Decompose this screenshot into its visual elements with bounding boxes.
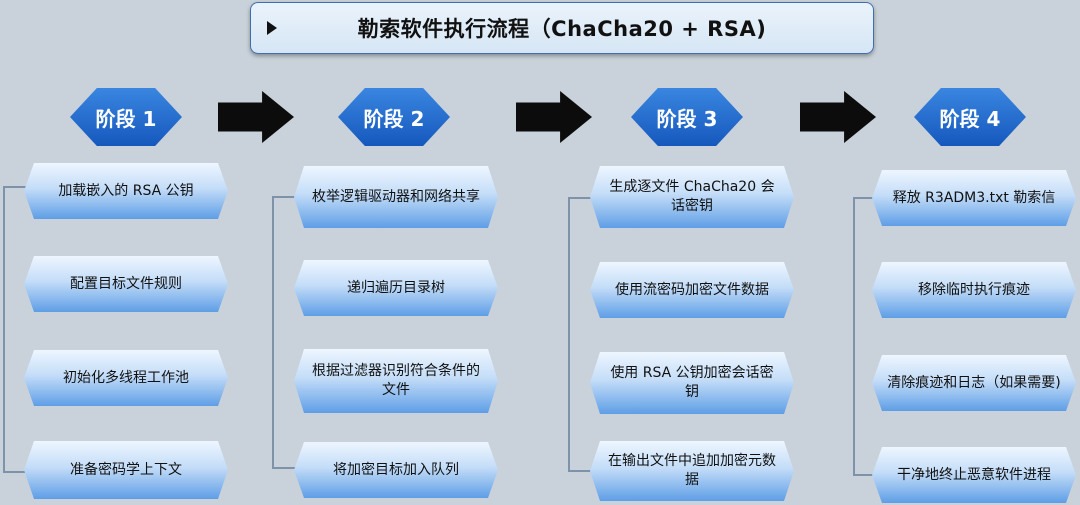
step-label: 初始化多线程工作池 <box>63 369 189 386</box>
step-label: 配置目标文件规则 <box>70 275 182 292</box>
step-label: 清除痕迹和日志（如果需要) <box>887 374 1061 391</box>
connector-line <box>568 470 592 472</box>
step-label: 释放 R3ADM3.txt 勒索信 <box>892 189 1056 206</box>
step-drop-ransom-note: 释放 R3ADM3.txt 勒索信 <box>872 170 1076 226</box>
step-append-metadata: 在输出文件中追加加密元数据 <box>590 441 794 501</box>
step-label: 将加密目标加入队列 <box>333 461 459 478</box>
stage-3-hexagon: 阶段 3 <box>631 88 743 146</box>
step-label: 递归遍历目录树 <box>347 279 445 296</box>
step-prepare-crypto: 准备密码学上下文 <box>24 441 228 499</box>
connector-line <box>853 197 875 199</box>
stage-1-hexagon: 阶段 1 <box>70 88 182 146</box>
step-label: 使用 RSA 公钥加密会话密钥 <box>610 365 774 400</box>
step-queue-targets: 将加密目标加入队列 <box>294 442 498 498</box>
connector-line <box>568 197 570 471</box>
step-rsa-encrypt-key: 使用 RSA 公钥加密会话密钥 <box>590 352 794 414</box>
right-arrow-icon <box>516 91 592 143</box>
connector-line <box>853 197 855 475</box>
connector-line <box>853 474 875 476</box>
connector-line <box>272 196 274 468</box>
connector-line <box>272 196 296 198</box>
step-traverse-dirs: 递归遍历目录树 <box>294 260 498 316</box>
play-icon <box>267 21 277 35</box>
step-clear-logs: 清除痕迹和日志（如果需要) <box>872 355 1076 411</box>
step-label: 根据过滤器识别符合条件的文件 <box>312 363 480 398</box>
stage-2-label: 阶段 2 <box>363 106 425 131</box>
step-terminate-process: 干净地终止恶意软件进程 <box>872 447 1076 503</box>
step-label: 干净地终止恶意软件进程 <box>897 466 1051 483</box>
title-banner: 勒索软件执行流程（ChaCha20 + RSA) <box>250 2 874 54</box>
stage-2-hexagon: 阶段 2 <box>338 88 450 146</box>
step-label: 枚举逻辑驱动器和网络共享 <box>312 188 480 205</box>
stage-4-label: 阶段 4 <box>939 106 1001 131</box>
step-gen-session-key: 生成逐文件 ChaCha20 会话密钥 <box>590 166 794 228</box>
step-filter-files: 根据过滤器识别符合条件的文件 <box>294 349 498 413</box>
connector-line <box>272 467 296 469</box>
step-enumerate-drives: 枚举逻辑驱动器和网络共享 <box>294 166 498 228</box>
right-arrow-icon <box>800 91 876 143</box>
step-stream-encrypt: 使用流密码加密文件数据 <box>590 262 794 318</box>
connector-line <box>3 186 5 472</box>
stage-3-label: 阶段 3 <box>656 106 718 131</box>
right-arrow-icon <box>218 91 294 143</box>
stage-1-label: 阶段 1 <box>95 106 157 131</box>
step-label: 使用流密码加密文件数据 <box>615 281 769 298</box>
page-title: 勒索软件执行流程（ChaCha20 + RSA) <box>357 17 767 41</box>
step-label: 加载嵌入的 RSA 公钥 <box>58 182 194 199</box>
step-load-rsa-key: 加载嵌入的 RSA 公钥 <box>24 163 228 219</box>
step-init-thread-pool: 初始化多线程工作池 <box>24 350 228 406</box>
step-label: 准备密码学上下文 <box>70 461 182 478</box>
step-label: 生成逐文件 ChaCha20 会话密钥 <box>609 179 775 214</box>
step-remove-traces: 移除临时执行痕迹 <box>872 262 1076 318</box>
connector-line <box>568 197 592 199</box>
stage-4-hexagon: 阶段 4 <box>914 88 1026 146</box>
connector-line <box>3 471 29 473</box>
step-label: 移除临时执行痕迹 <box>918 281 1030 298</box>
step-label: 在输出文件中追加加密元数据 <box>608 453 776 488</box>
step-configure-rules: 配置目标文件规则 <box>24 256 228 312</box>
connector-line <box>3 186 29 188</box>
